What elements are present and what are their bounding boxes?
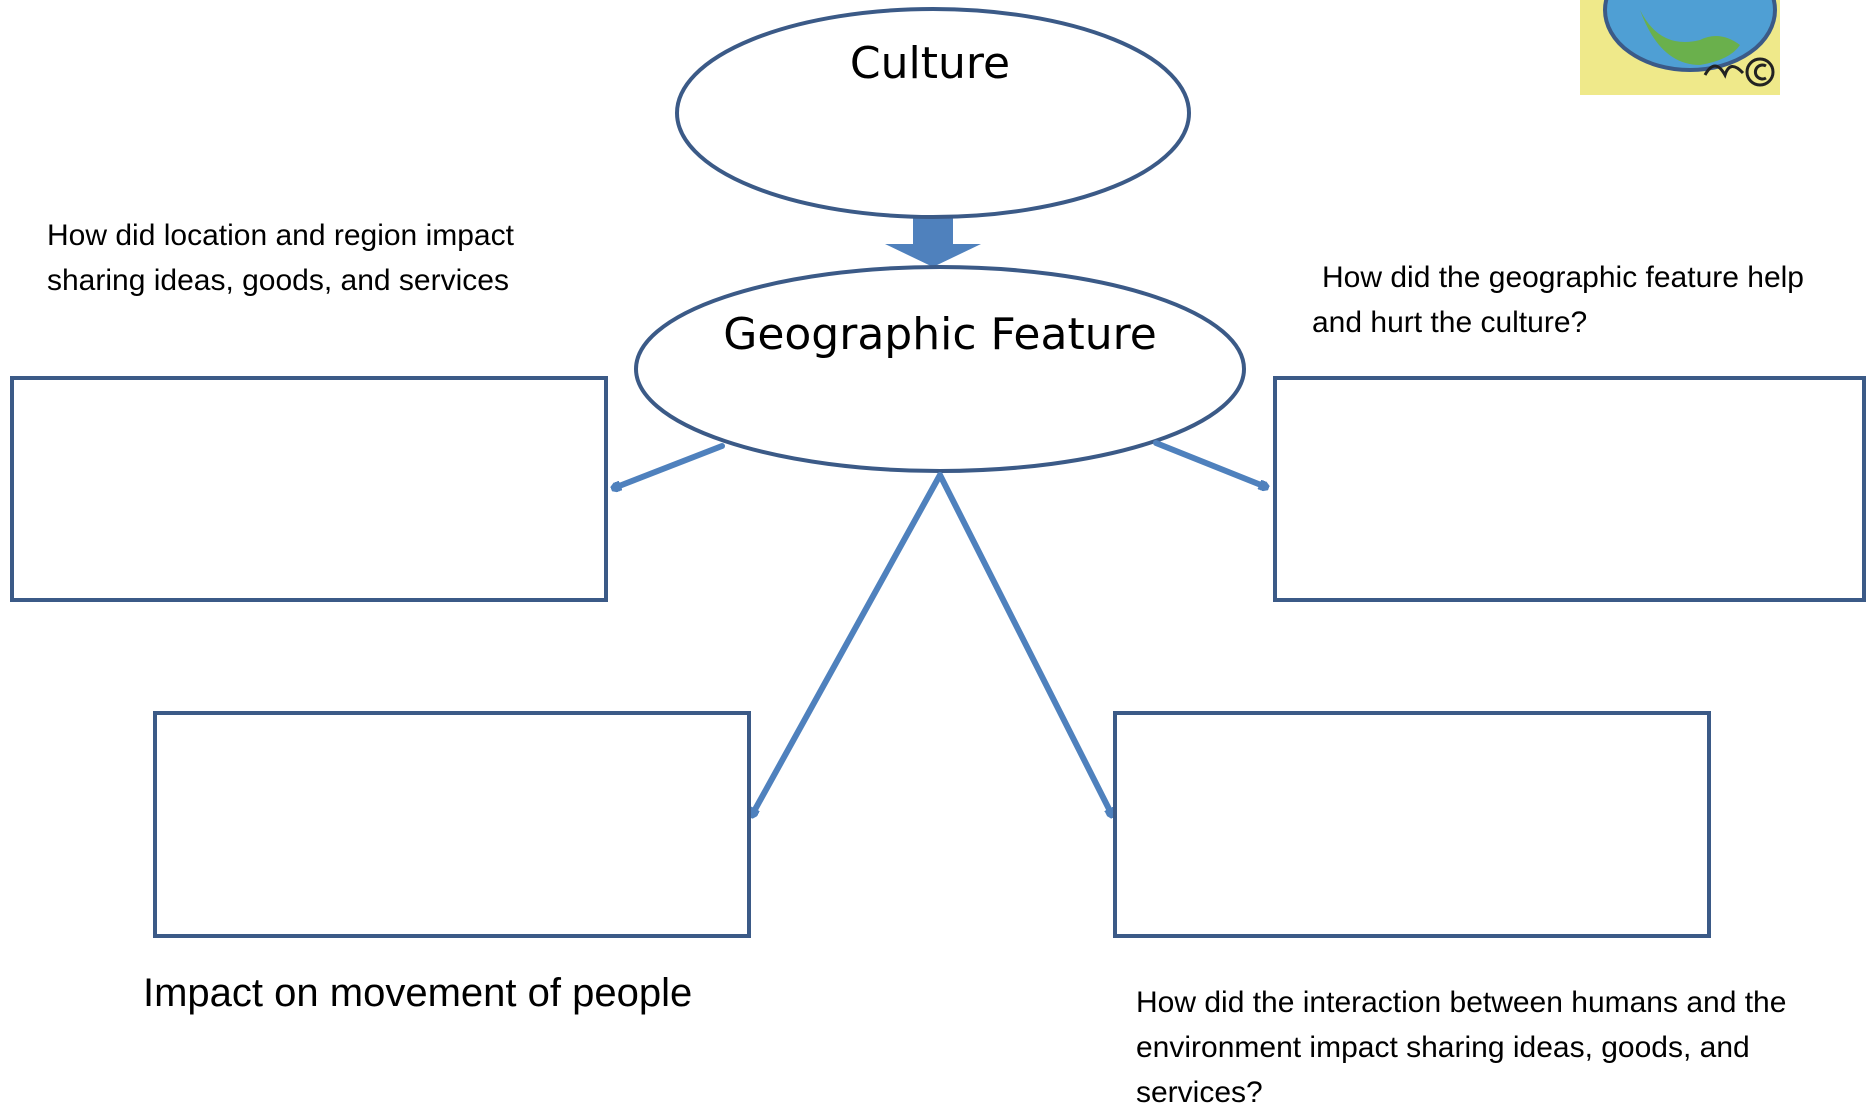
geographic-feature-ellipse: [634, 265, 1246, 473]
prompt-bottom-left: Impact on movement of people: [143, 971, 693, 1015]
arrow-to-bottom-right-box: [937, 472, 1112, 815]
answer-box-bottom-right[interactable]: [1113, 711, 1711, 938]
arrow-to-top-right-box: [1153, 440, 1266, 487]
connector-arrows: [614, 440, 1266, 815]
down-block-arrow-icon: [885, 215, 981, 267]
arrow-to-bottom-left-box: [752, 472, 943, 815]
culture-ellipse: [675, 7, 1191, 219]
prompt-top-right: How did the geographic feature help and …: [1312, 261, 1804, 339]
answer-box-bottom-left[interactable]: [153, 711, 751, 938]
globe-logo-icon: [1580, 0, 1780, 95]
prompt-bottom-right: How did the interaction between humans a…: [1136, 986, 1787, 1109]
arrow-to-top-left-box: [614, 443, 725, 488]
prompt-top-left: How did location and region impact shari…: [47, 219, 514, 297]
culture-label: Culture: [850, 38, 1010, 89]
geographic-feature-label: Geographic Feature: [723, 309, 1157, 360]
answer-box-top-left[interactable]: [10, 376, 608, 602]
answer-box-top-right[interactable]: [1273, 376, 1866, 602]
